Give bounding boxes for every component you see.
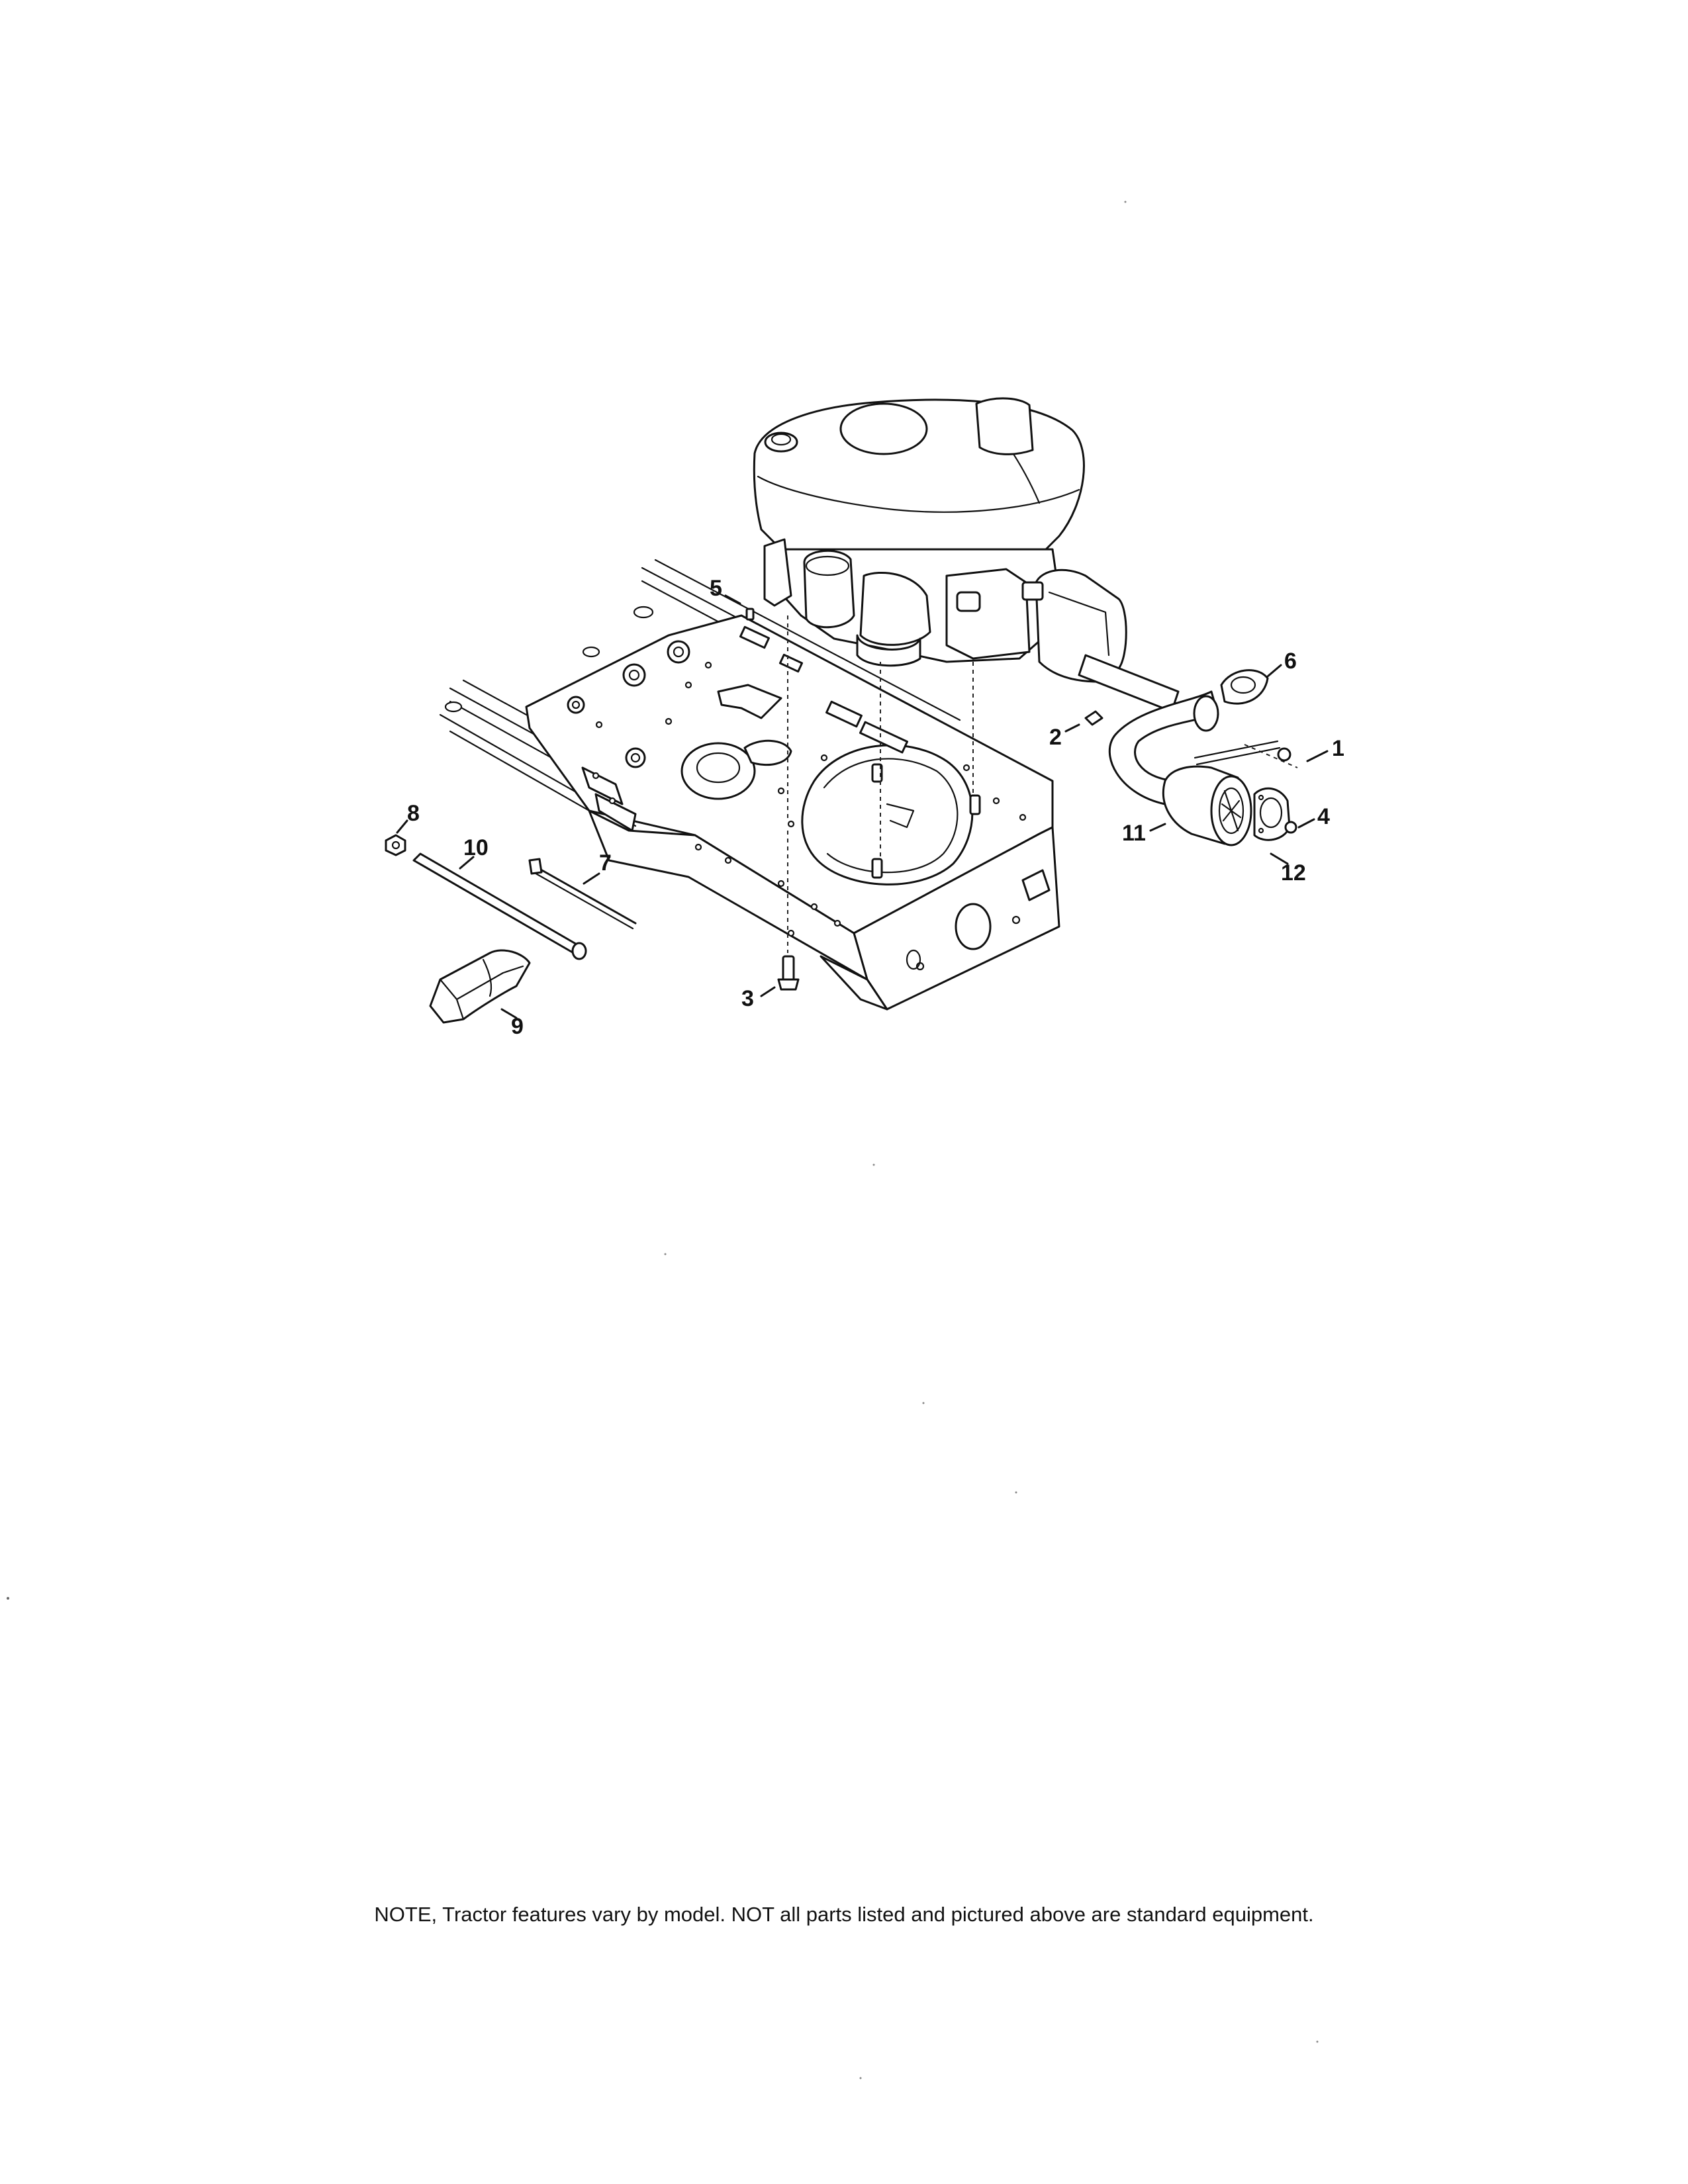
bolt-part-3 [777, 955, 800, 991]
callout-4: 4 [1317, 804, 1330, 829]
bracket-part-9 [429, 949, 531, 1024]
callout-labels: 1 2 3 4 5 6 7 8 9 10 11 12 [407, 576, 1344, 1039]
callout-6: 6 [1284, 649, 1297, 674]
scan-specks [7, 201, 1319, 2079]
bolt-part-7 [528, 858, 637, 930]
callout-1: 1 [1332, 736, 1344, 761]
frame-holes [595, 661, 1027, 971]
tractor-frame [439, 559, 1060, 1011]
callout-11: 11 [1122, 821, 1146, 846]
footnote: NOTE, Tractor features vary by model. NO… [374, 1903, 1314, 1926]
callout-3: 3 [741, 986, 754, 1011]
callout-2: 2 [1049, 725, 1062, 750]
callout-9: 9 [511, 1014, 524, 1039]
rod-part-10 [412, 852, 587, 960]
callout-12: 12 [1281, 860, 1306, 886]
callout-10: 10 [463, 835, 489, 860]
callout-8: 8 [407, 801, 420, 826]
engine [753, 397, 1180, 713]
callout-7: 7 [599, 850, 612, 876]
muffler-assembly [1084, 669, 1297, 846]
callout-leaders [396, 594, 1329, 1019]
nut-part-8 [385, 834, 406, 856]
callout-5: 5 [710, 576, 722, 601]
screw-part-5 [745, 608, 755, 621]
